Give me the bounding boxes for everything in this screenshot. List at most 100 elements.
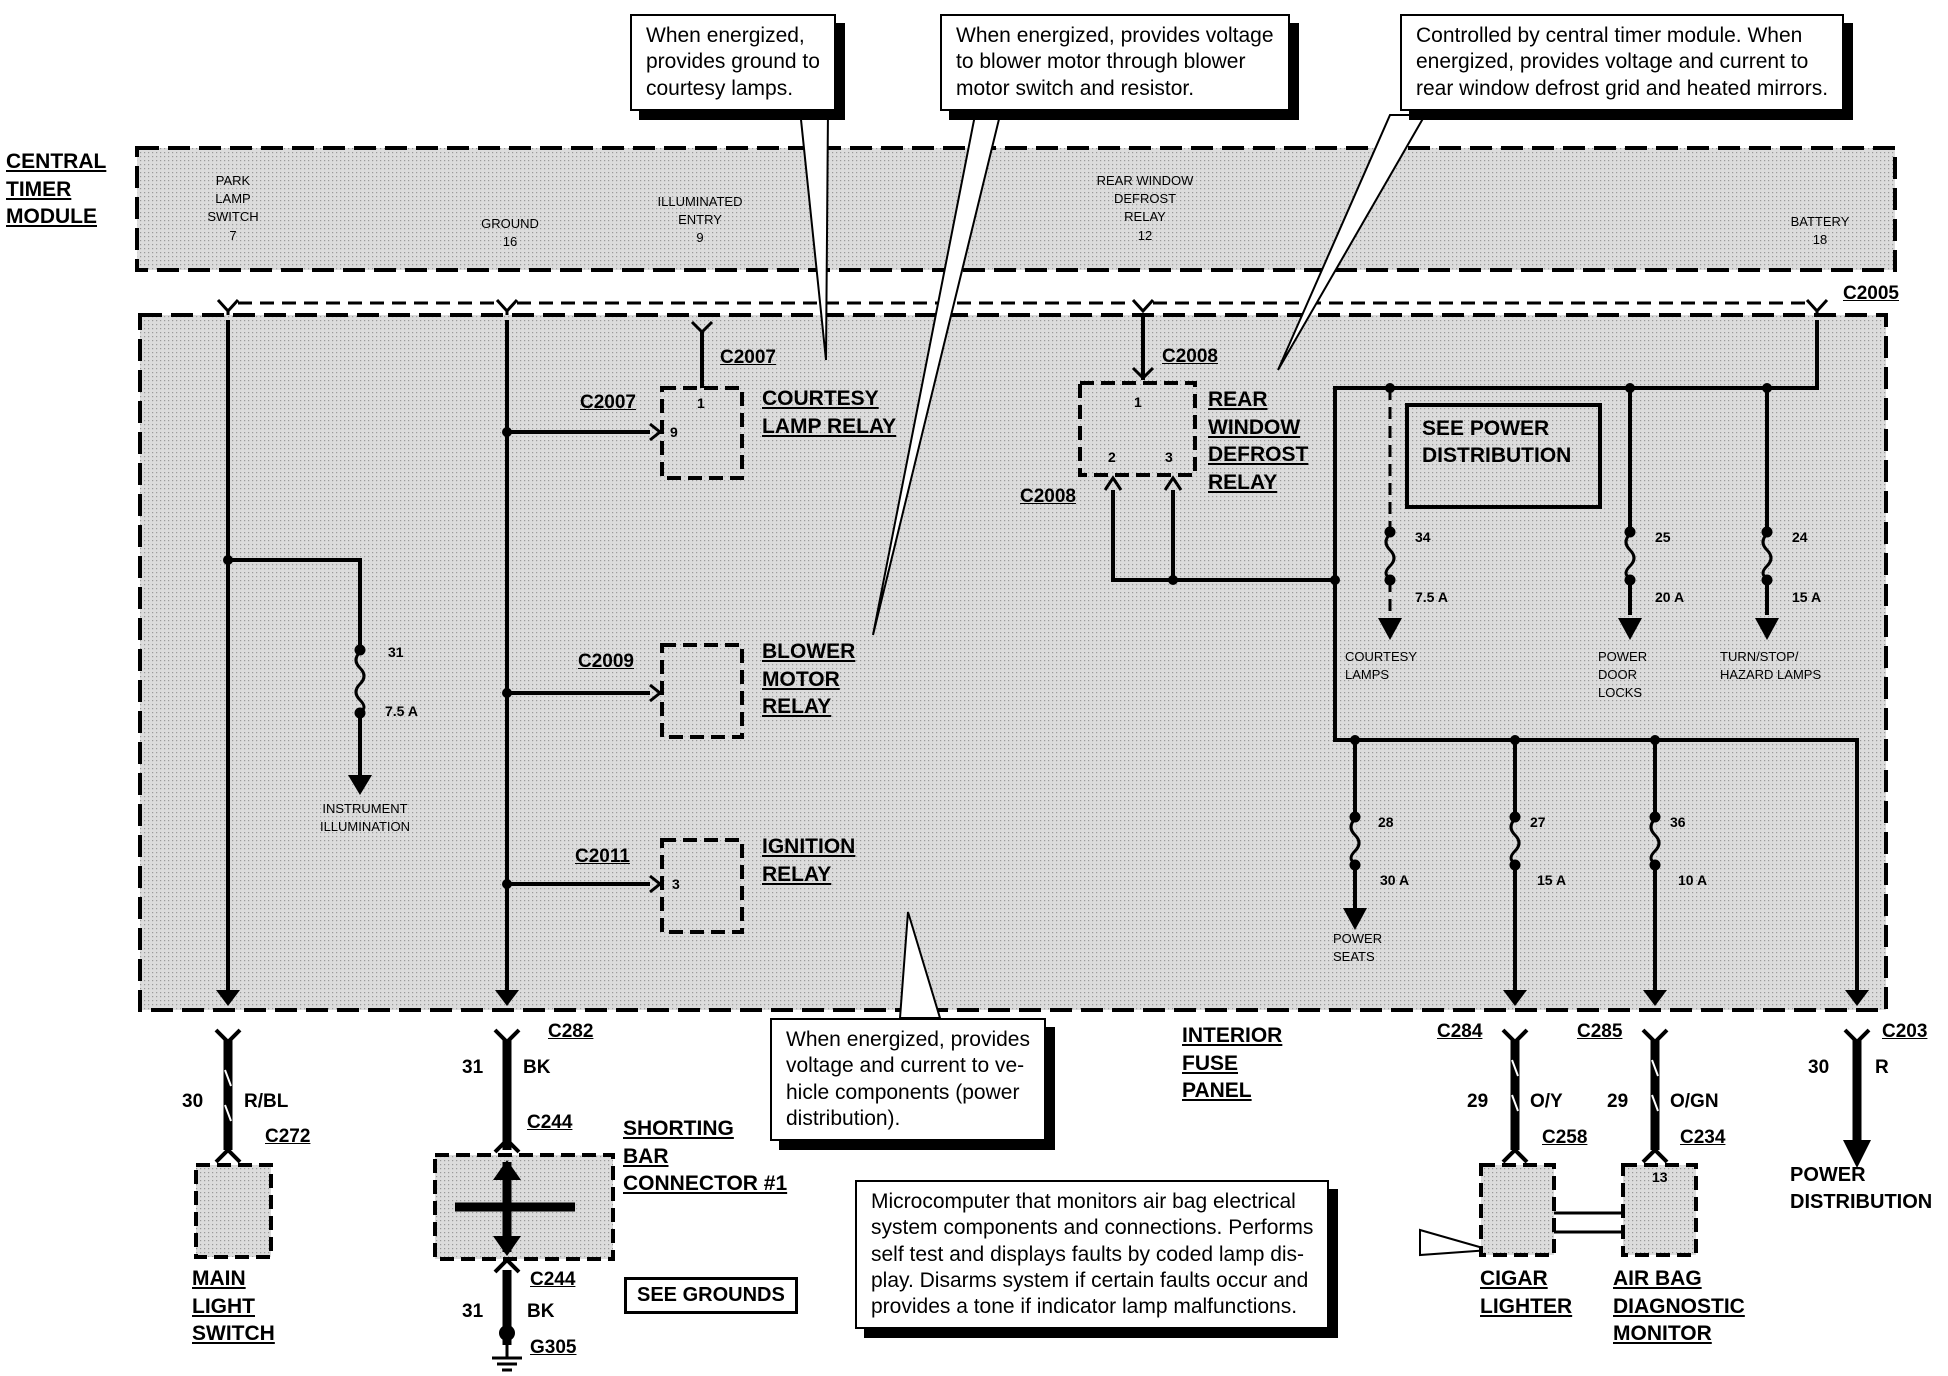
wire-30-circuit: 30 xyxy=(182,1091,204,1112)
arrowheads xyxy=(216,618,1869,1006)
wire-29-oy-circuit: 29 xyxy=(1467,1091,1489,1112)
connector-c2011: C2011 xyxy=(575,846,630,867)
wire-29-ogn-color: O/GN xyxy=(1670,1091,1719,1112)
fuse-27-amp: 15 A xyxy=(1537,872,1567,888)
air-bag-monitor-box xyxy=(1621,1163,1698,1257)
fuse-31-amp: 7.5 A xyxy=(385,703,418,719)
courtesy-lamp-relay-box xyxy=(660,386,744,480)
blower-motor-relay-box xyxy=(660,643,744,739)
air-bag-pin-13: 13 xyxy=(1652,1169,1668,1185)
relay-boxes xyxy=(660,381,1197,934)
rear-window-defrost-relay-box xyxy=(1078,381,1197,477)
connector-c284: C284 xyxy=(1437,1021,1483,1042)
fuse-25-amp: 20 A xyxy=(1655,589,1685,605)
turn-stop-hazard-lamps-label: TURN/STOP/HAZARD LAMPS xyxy=(1720,649,1822,683)
wire-31-color: BK xyxy=(523,1057,551,1078)
see-grounds-button[interactable]: SEE GROUNDS xyxy=(624,1277,798,1314)
fuse-34 xyxy=(1384,526,1396,586)
fuse-34-number: 34 xyxy=(1415,529,1431,545)
fuse-25-number: 25 xyxy=(1655,529,1671,545)
connector-c285: C285 xyxy=(1577,1021,1623,1042)
fuse-31-number: 31 xyxy=(388,644,404,660)
wire-29-ogn-circuit: 29 xyxy=(1607,1091,1629,1112)
fuse-24-number: 24 xyxy=(1792,529,1808,545)
wire-30-color: R/BL xyxy=(244,1091,289,1112)
central-timer-module-box xyxy=(135,146,1897,272)
connector-c2005: C2005 xyxy=(1843,283,1899,304)
ground-g305: G305 xyxy=(530,1337,577,1358)
ground-symbol xyxy=(492,1345,522,1372)
fuse-28-number: 28 xyxy=(1378,814,1394,830)
cigar-lighter-box xyxy=(1479,1163,1556,1257)
fuse-31 xyxy=(354,644,366,719)
connector-c234: C234 xyxy=(1680,1127,1726,1148)
fuse-28-amp: 30 A xyxy=(1380,872,1410,888)
wire-31-circuit: 31 xyxy=(462,1057,484,1078)
fuse-symbols xyxy=(354,526,1773,871)
wire-30-r-circuit: 30 xyxy=(1808,1057,1830,1078)
fuse-28 xyxy=(1349,811,1361,871)
internal-wiring xyxy=(226,313,1859,1000)
callout-air-bag-monitor: Microcomputer that monitors air bag elec… xyxy=(855,1180,1330,1330)
courtesy-pin-1: 1 xyxy=(697,395,705,411)
fuse-36-amp: 10 A xyxy=(1678,872,1708,888)
fuse-36 xyxy=(1649,811,1661,871)
connector-c2007-top: C2007 xyxy=(720,347,776,368)
connector-c282: C282 xyxy=(548,1021,594,1042)
fuse-27 xyxy=(1509,811,1521,871)
junction-dots xyxy=(223,383,1772,889)
connector-c2008-side: C2008 xyxy=(1020,486,1076,507)
fuse-27-number: 27 xyxy=(1530,814,1546,830)
wire-29-oy-color: O/Y xyxy=(1530,1091,1563,1112)
connector-c2008-top: C2008 xyxy=(1162,346,1218,367)
fuse-24-amp: 15 A xyxy=(1792,589,1822,605)
courtesy-pin-9: 9 xyxy=(670,424,678,440)
connector-c2009: C2009 xyxy=(578,651,634,672)
callout-pointers xyxy=(798,109,1491,1257)
defrost-pin-3: 3 xyxy=(1165,449,1173,465)
connector-c272: C272 xyxy=(265,1126,311,1147)
main-light-switch-box xyxy=(194,1163,273,1259)
fuse-34-amp: 7.5 A xyxy=(1415,589,1448,605)
ground-wire-color: BK xyxy=(527,1301,555,1322)
defrost-pin-1: 1 xyxy=(1134,394,1142,410)
connector-c203: C203 xyxy=(1882,1021,1928,1042)
connector-c244-bottom: C244 xyxy=(530,1269,576,1290)
interior-fuse-panel-box xyxy=(138,313,1888,1012)
module-title: CENTRAL TIMER MODULE xyxy=(6,150,107,229)
fuse-36-number: 36 xyxy=(1670,814,1686,830)
ctm-connectors xyxy=(216,298,1829,315)
ground-wire-circuit: 31 xyxy=(462,1301,484,1322)
connector-c2007-side: C2007 xyxy=(580,392,636,413)
fuse-25 xyxy=(1624,526,1636,586)
connector-c258: C258 xyxy=(1542,1127,1588,1148)
callout-defrost-relay: Controlled by central timer module. When… xyxy=(1400,14,1845,111)
see-power-distribution-box xyxy=(1405,403,1602,509)
defrost-pin-2: 2 xyxy=(1108,449,1116,465)
ignition-relay-box xyxy=(660,838,744,934)
ignition-pin-3: 3 xyxy=(672,876,680,892)
